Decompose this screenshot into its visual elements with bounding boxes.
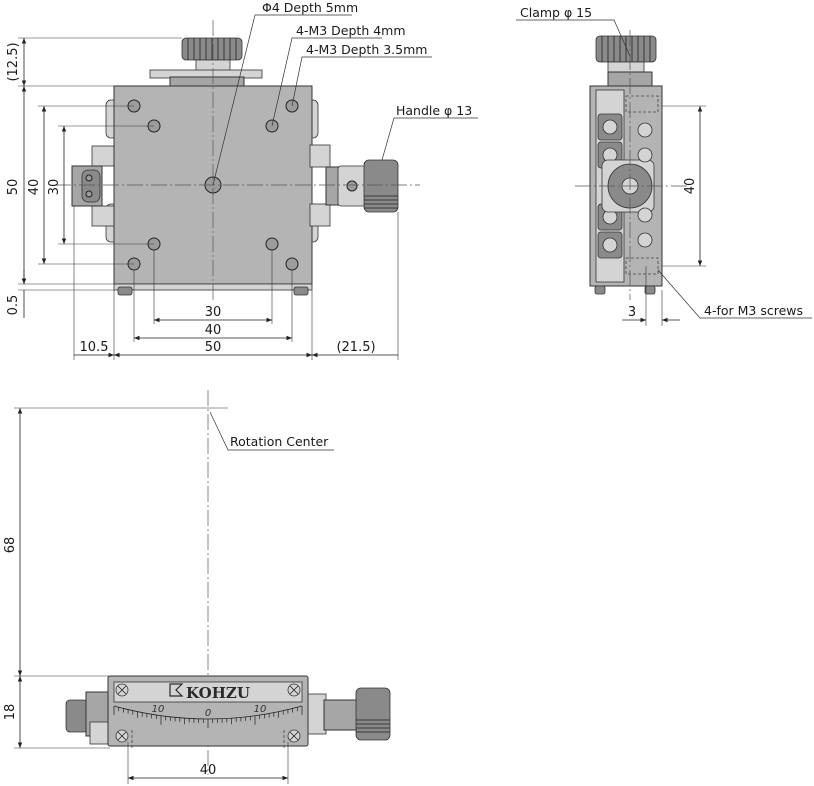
- handle-right: [309, 144, 399, 227]
- label-clamp: Clamp φ 15: [520, 5, 592, 20]
- dim-left-micrometer: 10.5: [80, 340, 109, 355]
- dim-height-outer-holes: 40: [27, 179, 42, 196]
- label-rotation-center: Rotation Center: [230, 434, 329, 449]
- label-mount-screws: 4-for M3 screws: [704, 303, 803, 318]
- label-tapped-holes-3-5mm: 4-M3 Depth 3.5mm: [306, 42, 427, 57]
- label-center-hole: Φ4 Depth 5mm: [262, 0, 358, 15]
- label-tapped-holes-4mm: 4-M3 Depth 4mm: [296, 23, 406, 38]
- dim-handle-protrusion: (21.5): [336, 340, 375, 355]
- dim-rotation-center-height: 68: [3, 537, 18, 554]
- dim-bottom-offset: 0.5: [6, 295, 21, 316]
- dim-width-inner-holes: 30: [205, 305, 222, 320]
- dim-side-edge-offset: 3: [628, 305, 636, 320]
- side-view: 40 3 4-for M3 screws Clamp φ 15: [516, 5, 812, 326]
- brand-logo: KOHZU: [186, 684, 250, 702]
- brand-logo-mark: [169, 683, 184, 697]
- scale-ticks: [113, 706, 303, 728]
- label-handle: Handle φ 13: [396, 103, 472, 118]
- scale-label-right: 10: [254, 704, 267, 715]
- dim-side-hole-pitch: 40: [683, 178, 698, 195]
- dim-front-body-height: 18: [3, 704, 18, 721]
- micrometer-left: [71, 145, 117, 227]
- scale-label-center: 0: [205, 708, 211, 719]
- scale-label-left: 10: [152, 704, 165, 715]
- dim-front-hole-pitch: 40: [200, 763, 217, 778]
- front-view: 68 18 Rotation Center KOHZU 10 0 10: [3, 390, 391, 784]
- top-view: (12.5) 50 40 30 0.5 30 40 50 10.5 (21.5)…: [6, 0, 478, 360]
- dim-knob-protrusion: (12.5): [6, 42, 21, 81]
- clamp-knob: [149, 37, 263, 88]
- dim-height-total: 50: [6, 179, 21, 196]
- dim-height-inner-holes: 30: [47, 179, 62, 196]
- dim-width-outer-holes: 40: [205, 323, 222, 338]
- dim-width-total: 50: [205, 340, 222, 355]
